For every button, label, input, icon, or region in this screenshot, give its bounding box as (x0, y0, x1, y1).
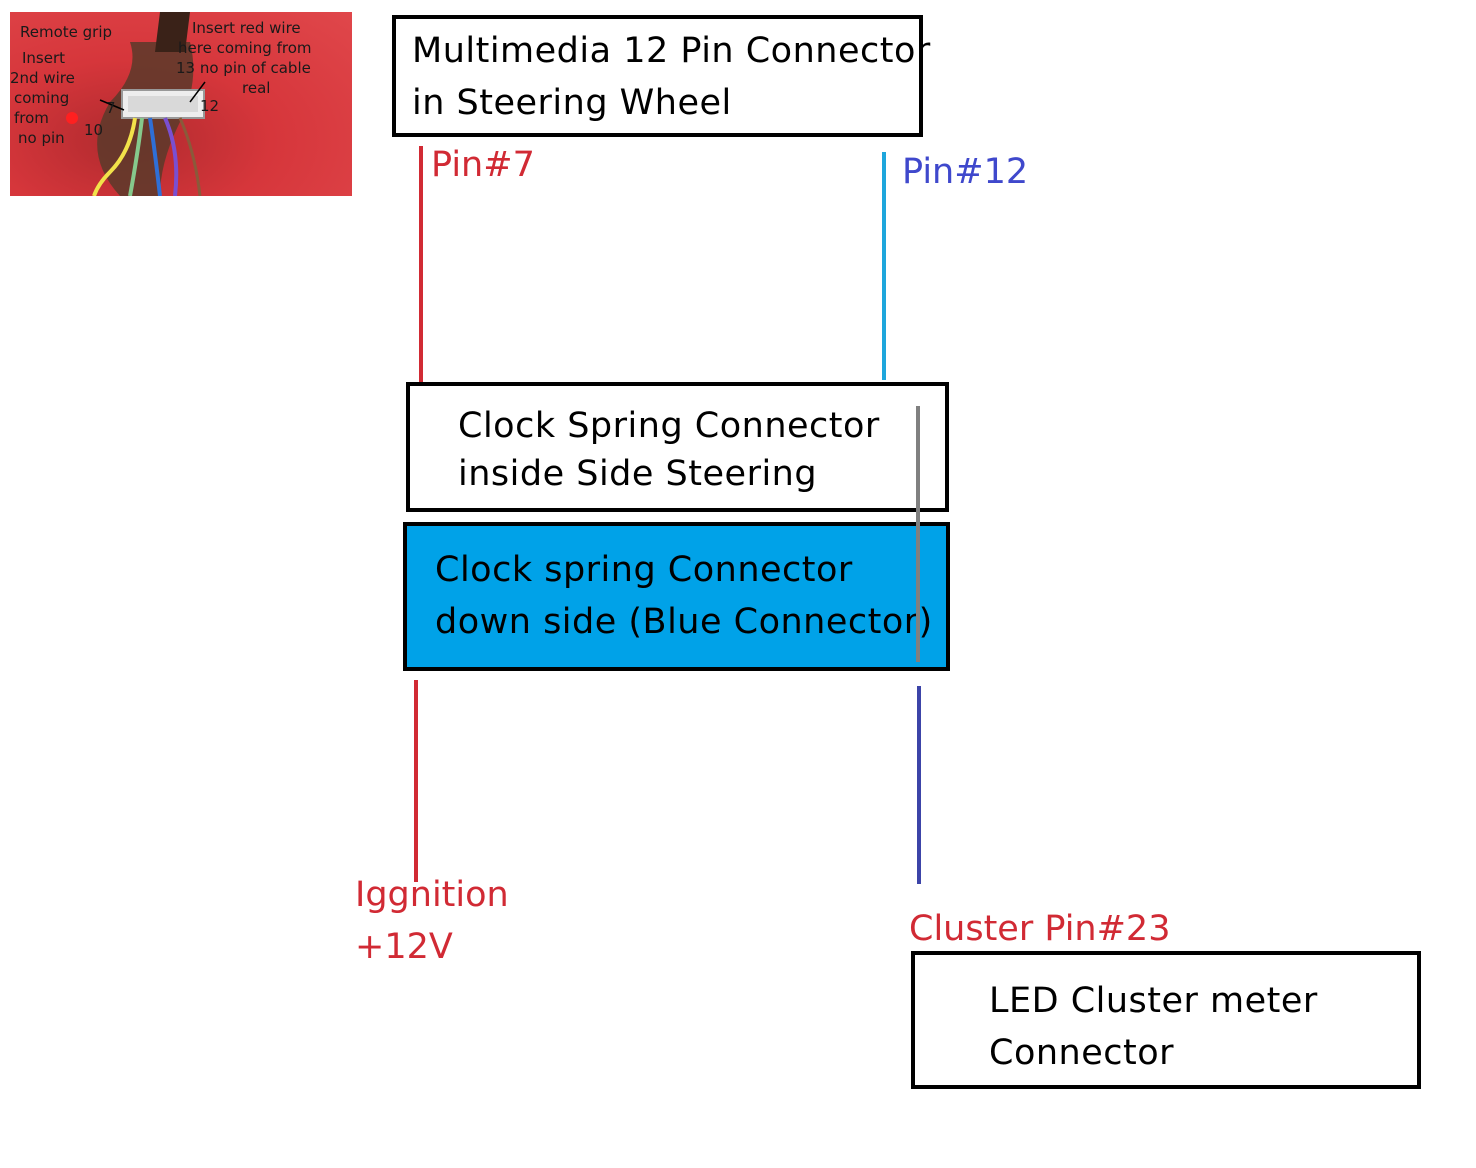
led-cluster-connector-box: LED Cluster meter Connector (911, 951, 1421, 1089)
cluster-pin-label: Cluster Pin#23 (909, 909, 1171, 949)
photo-pin12-label: 12 (200, 97, 220, 115)
photo-right-note-2: here coming from (178, 39, 312, 57)
multimedia-connector-line-2: in Steering Wheel (412, 83, 732, 123)
cluster-blue-wire (917, 686, 921, 884)
photo-remote-grip-label: Remote grip (20, 23, 113, 41)
ignition-red-wire (414, 680, 418, 882)
ignition-label-line-1: Iggnition (355, 875, 509, 915)
photo-left-note-2: 2nd wire (10, 69, 75, 87)
photo-left-note-4: from (14, 109, 49, 127)
photo-left-note-1: Insert (22, 49, 66, 67)
wire-harness-drawing (66, 12, 206, 196)
clock-spring-upper-line-2: inside Side Steering (458, 454, 818, 494)
clock-spring-lower-blue-box: Clock spring Connector down side (Blue C… (403, 522, 950, 671)
clock-spring-upper-box: Clock Spring Connector inside Side Steer… (406, 382, 949, 512)
led-cluster-line-1: LED Cluster meter (989, 981, 1318, 1021)
photo-left-note-5: no pin (18, 129, 65, 147)
ignition-label-line-2: +12V (355, 927, 453, 967)
pin12-cyan-wire (882, 152, 886, 380)
photo-left-note-3: coming (14, 89, 70, 107)
photo-right-note-4: real (242, 79, 271, 97)
clock-spring-upper-line-1: Clock Spring Connector (458, 406, 880, 446)
pin7-label: Pin#7 (431, 145, 535, 185)
pin12-label: Pin#12 (902, 152, 1029, 192)
clock-spring-lower-line-2: down side (Blue Connector) (435, 602, 933, 642)
multimedia-connector-box: Multimedia 12 Pin Connector in Steering … (392, 15, 931, 137)
photo-pin10-label: 10 (84, 121, 104, 139)
photo-right-note-3: 13 no pin of cable (176, 59, 311, 77)
led-cluster-line-2: Connector (989, 1033, 1175, 1073)
pin7-red-wire (419, 146, 423, 384)
photo-pin7-label: 7 (106, 99, 116, 117)
multimedia-connector-line-1: Multimedia 12 Pin Connector (412, 31, 931, 71)
clock-spring-gray-wire (916, 406, 920, 662)
photo-right-note-1: Insert red wire (192, 19, 301, 37)
connector-photo: Remote grip Insert 2nd wire coming from … (10, 12, 352, 196)
clock-spring-lower-line-1: Clock spring Connector (435, 550, 853, 590)
